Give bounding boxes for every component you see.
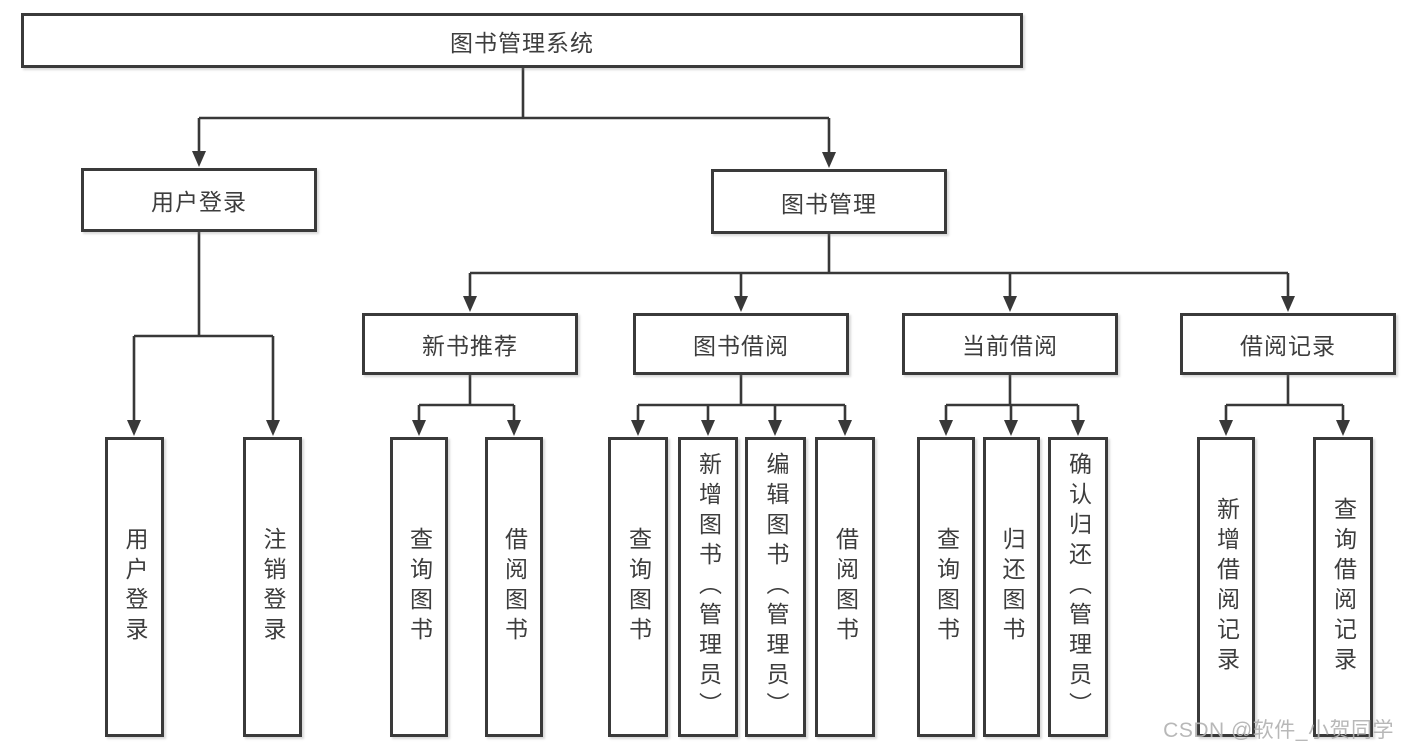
leaf-user-login-label: 用户登录	[122, 527, 148, 647]
leaf-confirm-return-admin: 确认归还（管理员）	[1048, 437, 1108, 737]
leaf-query-books-recommend-label: 查询图书	[406, 527, 433, 647]
leaf-add-borrow-record: 新增借阅记录	[1197, 437, 1255, 737]
leaf-confirm-return-admin-label: 确认归还（管理员）	[1065, 452, 1092, 722]
node-user-login-label: 用户登录	[151, 189, 247, 215]
leaf-add-borrow-record-label: 新增借阅记录	[1213, 497, 1240, 677]
leaf-query-books-borrow: 查询图书	[608, 437, 668, 737]
connector-book-borrow-children	[631, 375, 852, 436]
leaf-logout: 注销登录	[243, 437, 302, 737]
watermark: CSDN @软件_小贺同学	[1163, 719, 1394, 742]
node-new-book-recommend: 新书推荐	[362, 313, 578, 375]
node-book-borrow: 图书借阅	[633, 313, 849, 375]
leaf-borrow-books-recommend-label: 借阅图书	[501, 527, 528, 647]
leaf-add-book-admin-label: 新增图书（管理员）	[695, 452, 722, 722]
node-current-borrow: 当前借阅	[902, 313, 1118, 375]
leaf-query-books-borrow-label: 查询图书	[625, 527, 652, 647]
leaf-user-login: 用户登录	[105, 437, 164, 737]
node-root: 图书管理系统	[21, 13, 1023, 68]
connector-user-login-children	[127, 232, 280, 436]
connector-book-management-children	[463, 234, 1295, 312]
node-borrow-records-label: 借阅记录	[1240, 333, 1336, 359]
leaf-borrow-books-recommend: 借阅图书	[485, 437, 543, 737]
leaf-query-books-current: 查询图书	[917, 437, 975, 737]
node-book-management-label: 图书管理	[781, 190, 877, 217]
leaf-query-books-current-label: 查询图书	[933, 527, 960, 647]
leaf-return-book-label: 归还图书	[999, 527, 1025, 647]
node-user-login: 用户登录	[81, 168, 317, 232]
leaf-edit-book-admin: 编辑图书（管理员）	[745, 437, 806, 737]
node-root-label: 图书管理系统	[450, 29, 594, 56]
leaf-logout-label: 注销登录	[260, 527, 286, 647]
connector-root-to-level2	[192, 68, 836, 168]
node-book-borrow-label: 图书借阅	[693, 333, 789, 359]
node-borrow-records: 借阅记录	[1180, 313, 1396, 375]
leaf-return-book: 归还图书	[983, 437, 1040, 737]
leaf-query-books-recommend: 查询图书	[390, 437, 448, 737]
connector-borrow-records-children	[1219, 375, 1350, 436]
leaf-borrow-books-label: 借阅图书	[832, 527, 859, 647]
leaf-query-borrow-record: 查询借阅记录	[1313, 437, 1373, 737]
node-current-borrow-label: 当前借阅	[962, 333, 1058, 359]
leaf-add-book-admin: 新增图书（管理员）	[678, 437, 738, 737]
leaf-edit-book-admin-label: 编辑图书（管理员）	[763, 452, 789, 722]
node-new-book-recommend-label: 新书推荐	[422, 333, 518, 359]
leaf-query-borrow-record-label: 查询借阅记录	[1330, 497, 1357, 677]
connector-current-borrow-children	[939, 375, 1085, 436]
connector-new-book-children	[412, 375, 521, 436]
node-book-management: 图书管理	[711, 169, 947, 234]
leaf-borrow-books: 借阅图书	[815, 437, 875, 737]
